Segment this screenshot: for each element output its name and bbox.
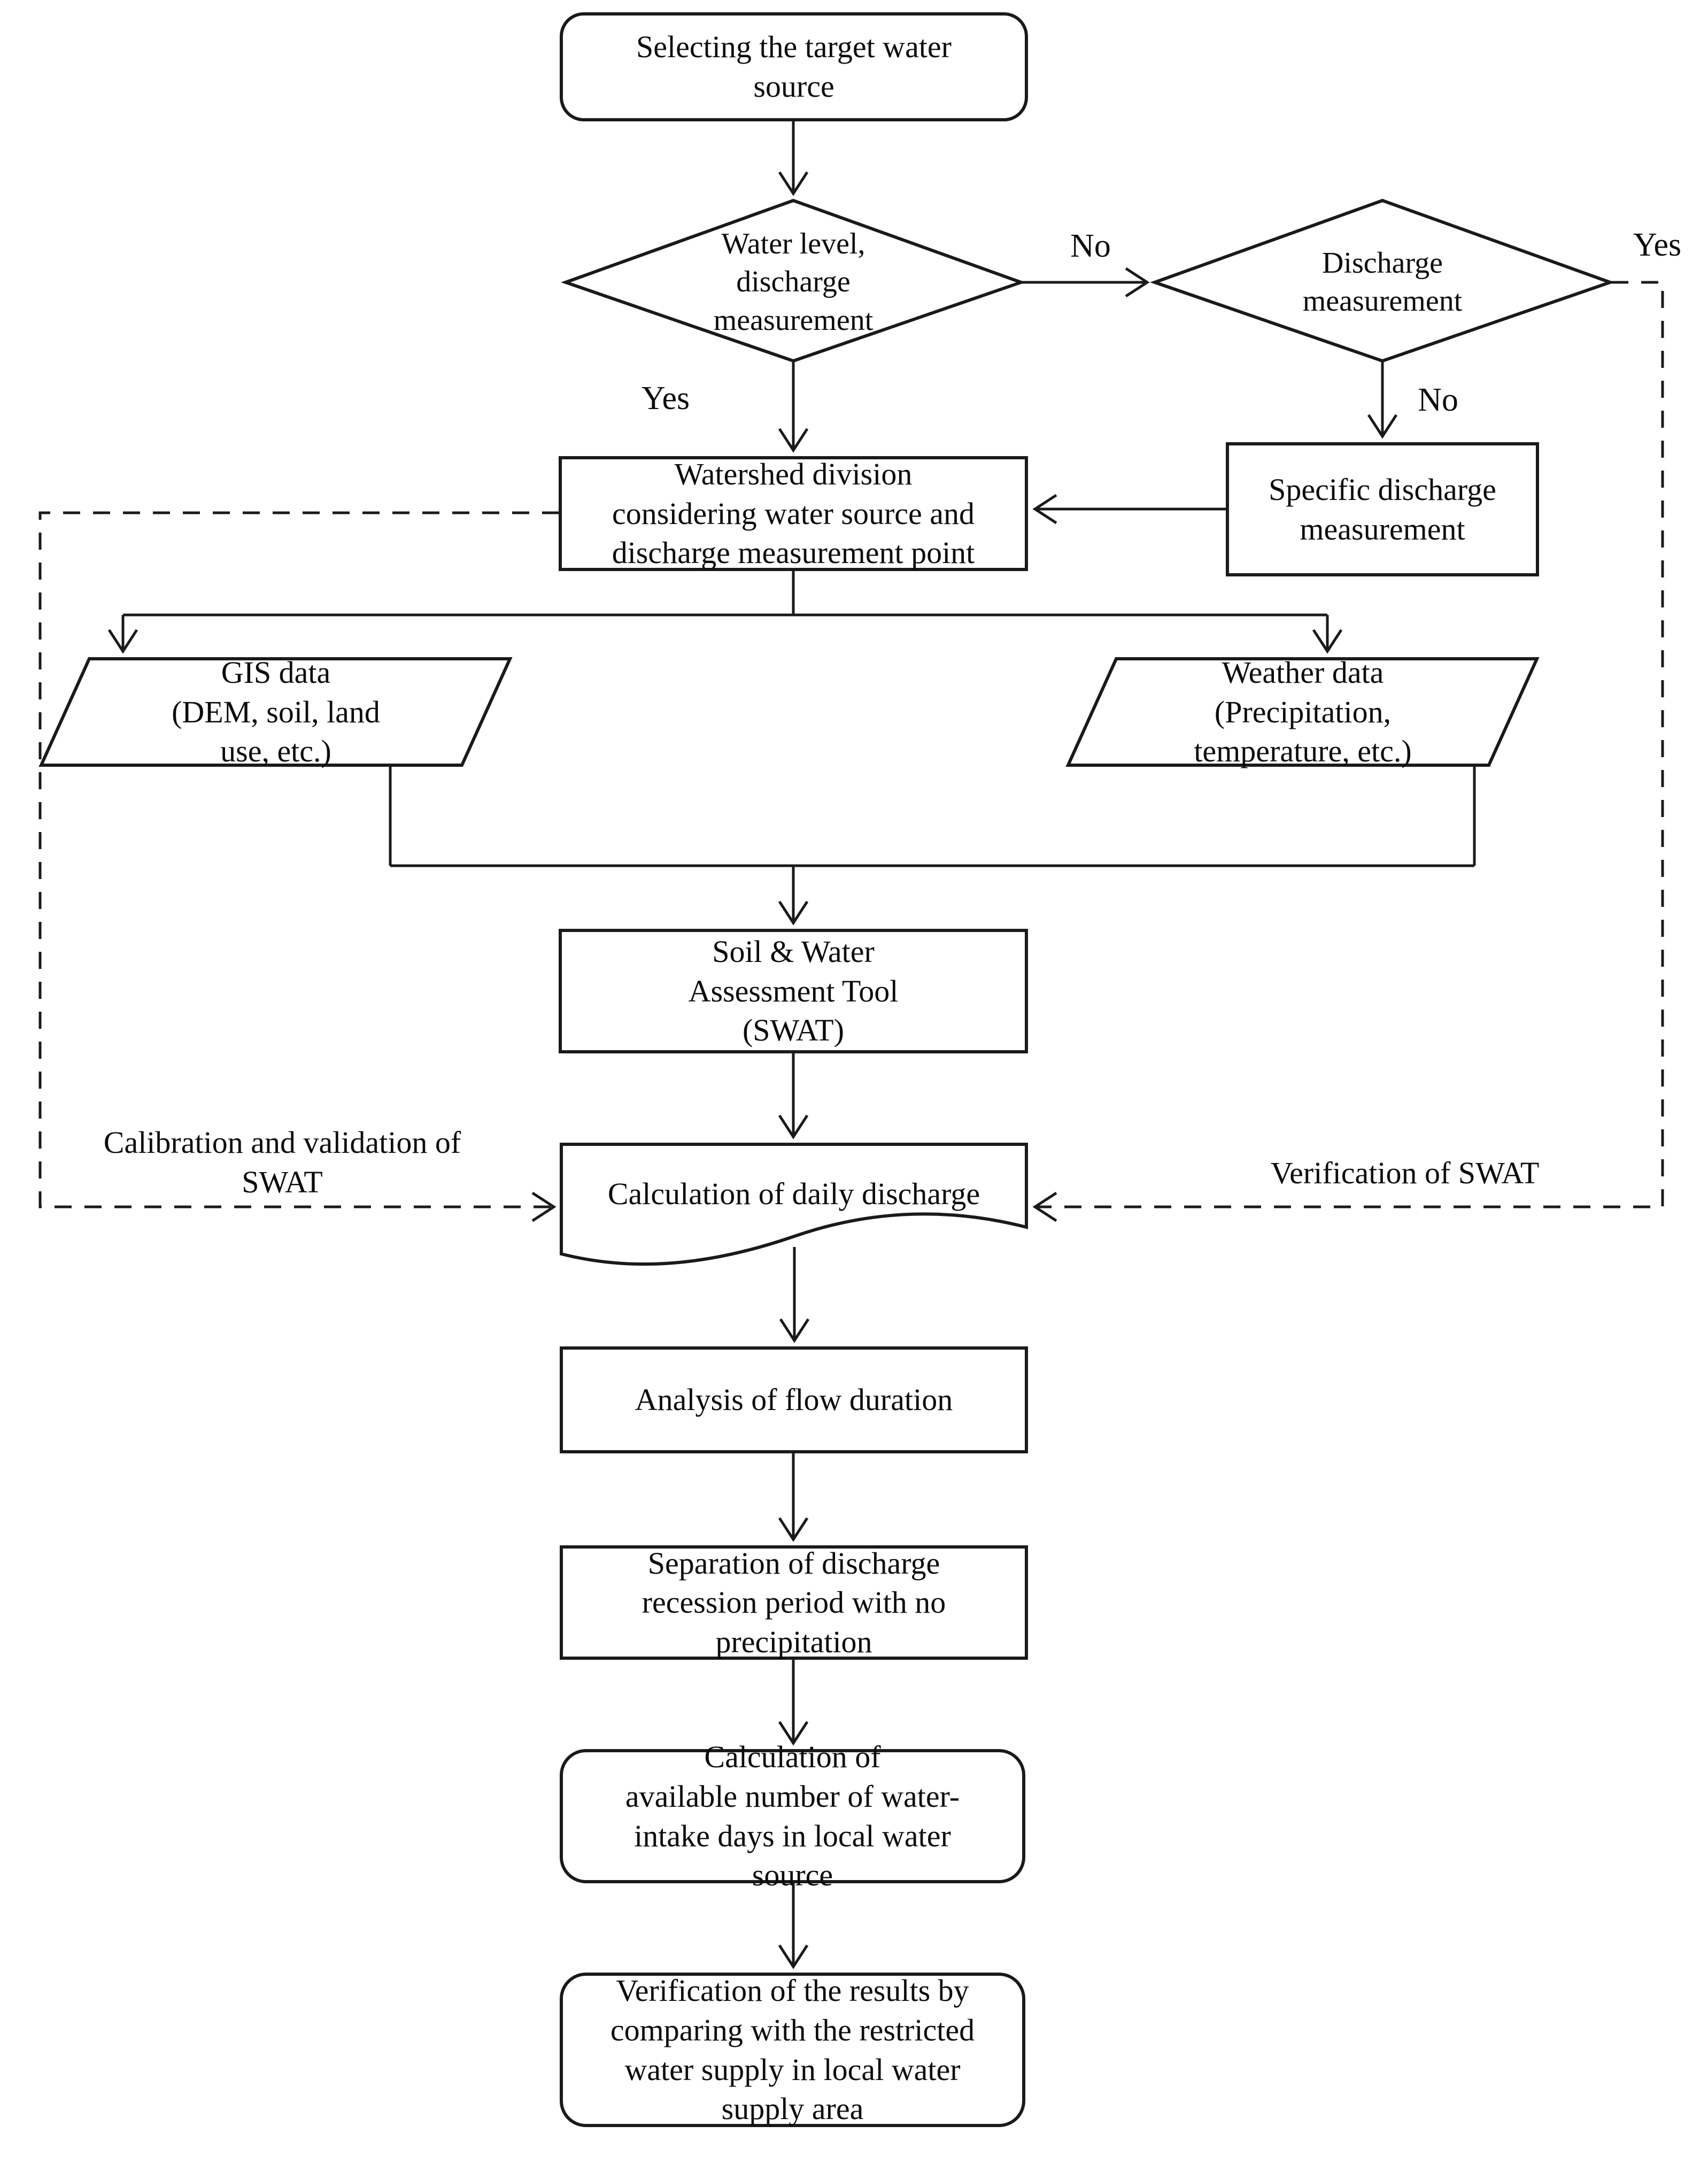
decision-discharge-label: Discharge measurement <box>1302 246 1463 318</box>
daily-discharge-label: Calculation of daily discharge <box>607 1176 980 1211</box>
edge-label-no-between-decisions: No <box>1070 227 1111 264</box>
edge-calibration-feedback <box>38 511 559 1222</box>
edge-label-no-to-specific: No <box>1418 381 1458 418</box>
result-verification-label: Verification of the results by comparing… <box>610 1973 975 2127</box>
flow-duration-shape <box>560 1346 1028 1453</box>
gis-data-shape <box>38 657 513 767</box>
start-node-label: Selecting the target water source <box>636 29 952 104</box>
flow-duration-label: Analysis of flow duration <box>635 1382 953 1418</box>
edge-verification-feedback <box>1032 281 1664 1222</box>
weather-data-label: Weather data (Precipitation, temperature… <box>1194 655 1412 769</box>
watershed-division-shape <box>559 456 1028 571</box>
verification-note-label: Verification of SWAT <box>1270 1156 1540 1191</box>
edge-label-yes-to-watershed: Yes <box>641 380 690 417</box>
decision-water-level-shape <box>560 198 1026 363</box>
watershed-division-label: Watershed division considering water sou… <box>612 457 975 571</box>
specific-discharge-label: Specific discharge measurement <box>1269 472 1496 546</box>
daily-discharge-shape <box>560 1143 1028 1266</box>
decision-discharge-shape <box>1149 198 1616 363</box>
swat-label: Soil & Water Assessment Tool (SWAT) <box>688 934 899 1048</box>
specific-discharge-shape <box>1226 442 1539 576</box>
result-verification-shape <box>560 1973 1025 2127</box>
recession-separation-label: Separation of discharge recession period… <box>642 1545 946 1659</box>
weather-data-shape <box>1065 657 1540 767</box>
intake-days-shape <box>560 1749 1025 1883</box>
edge-label-yes-feedback: Yes <box>1633 226 1682 263</box>
intake-days-label: Calculation of available number of water… <box>625 1739 960 1893</box>
calibration-note-label: Calibration and validation of SWAT <box>103 1125 461 1199</box>
start-node-shape <box>560 12 1028 121</box>
gis-data-label: GIS data (DEM, soil, land use, etc.) <box>172 655 380 769</box>
recession-separation-shape <box>560 1545 1028 1660</box>
decision-water-level-label: Water level, discharge measurement <box>713 227 874 337</box>
swat-shape <box>559 929 1028 1053</box>
